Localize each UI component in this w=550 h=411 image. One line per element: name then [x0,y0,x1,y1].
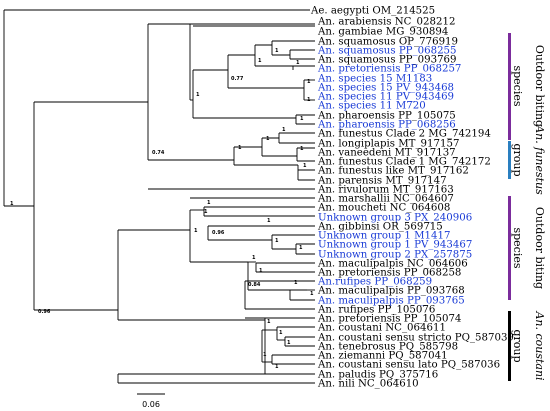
support-value: 1 [300,146,304,152]
support-value: 1 [307,97,311,103]
support-value: 1 [294,280,298,286]
tip-label: An. pretoriensis PP_068258 [317,268,461,279]
tip-label: Unknown group 2 PX_257875 [318,250,472,261]
support-value: 1 [194,228,198,234]
group-label-coustani-line2: group [511,329,524,362]
tip-label: An. coustani sensu stricto PQ_587039 [317,333,514,344]
tip-label: An. coustani sensu lato PQ_587036 [317,360,500,371]
tip-label: An. parensis MT_917147 [317,176,447,187]
tip-label: An. pharoensis PP_105075 [317,111,456,122]
group-label-funestus-line1: An. funestus [533,124,546,195]
support-value: 1 [287,340,291,346]
tip-label: An. pretoriensis PP_068257 [317,64,461,75]
tip-label: An. vaneedeni MT_917137 [317,148,456,159]
tip-label: An. pretoriensis PP_105074 [317,314,461,325]
support-value: 1 [258,58,262,64]
support-value: 1 [267,218,271,224]
support-value: 1 [282,127,286,133]
support-value: 0.96 [212,230,225,236]
tip-label: An. longiplapis MT_917157 [317,139,459,150]
tip-label: An. squamosus PP_068255 [317,46,457,57]
support-value: 1 [259,268,263,274]
group-label-outdoor-2: Outdoor biting species [511,207,546,289]
tip-label: An. squamosus OP_776919 [317,37,458,48]
tip-label: An. species 11 M720 [317,101,426,112]
support-value: 1 [275,238,279,244]
support-value: 1 [275,48,279,54]
tip-label: An. maculipalpis PP_093768 [317,286,465,297]
group-bar-outdoor-2 [508,196,511,300]
tip-label: An. maculipalpis NC_064606 [317,259,468,270]
tip-label: An. species 11 PV_943469 [317,92,454,103]
support-value: 0.77 [231,76,244,82]
tip-label: Unknown group 1 M1417 [318,231,450,242]
tree-branches [3,9,315,384]
tip-label: An. funestus Clade 2 MG_742194 [317,129,491,140]
support-value: 0.74 [152,150,165,156]
support-value: 1 [275,364,279,370]
group-label-outdoor-1-line2: species [511,65,524,106]
tip-label: An. tenebrosus PQ_585798 [317,342,458,353]
tip-label: An. gambiae MG_930894 [317,27,448,38]
tip-label: An. nili NC_064610 [317,379,419,390]
group-label-coustani-line1: An. coustani [533,310,546,380]
support-value: 1 [10,201,14,207]
group-label-funestus-line2: group [511,143,524,176]
tip-label: An. paludis PQ_375716 [317,370,438,381]
group-label-outdoor-1-line1: Outdoor biting [533,45,546,127]
group-label-outdoor-2-line2: species [511,227,524,268]
group-label-outdoor-2-line1: Outdoor biting [533,207,546,289]
group-bar-funestus [508,141,511,179]
support-value: 1 [267,319,271,325]
support-value: 1 [204,209,208,215]
scale-bar-label: 0.06 [142,400,160,409]
tip-label: An. pharoensis PP_068256 [317,120,456,131]
support-value: 1 [196,92,200,98]
tip-label: An. gibbinsi OR_569715 [317,222,443,233]
tip-label: An. marshallii NC_064607 [317,194,454,205]
support-value: 1 [263,352,267,358]
tip-label: An. moucheti NC_064608 [317,203,450,214]
support-value: 1 [310,291,314,297]
support-value: 1 [238,145,242,151]
support-value: 0.96 [38,309,51,315]
support-value: 1 [252,255,256,261]
tip-label: Unknown group 1 PV_943467 [318,240,472,251]
tip-label: Ae. aegypti OM_214525 [310,6,435,17]
support-value: 1 [299,245,303,251]
tip-label: Unknown group 3 PX_240906 [318,213,472,224]
tip-label: An. rivulorum MT_917163 [317,185,454,196]
group-label-funestus: An. funestus group [511,124,546,195]
tip-label: An. ziemanni PQ_587041 [317,351,448,362]
support-value: 1 [300,116,304,122]
group-label-outdoor-1: Outdoor biting species [511,45,546,127]
tip-label: An. funestus Clade 1 MG_742172 [317,157,491,168]
support-value: 1 [279,330,283,336]
support-value: 1 [307,79,311,85]
tip-label: An. arabiensis NC_028212 [317,17,455,28]
group-bar-coustani [508,311,511,381]
tip-label: An. species 15 M1183 [317,74,432,85]
tip-label: An. coustani NC_064611 [317,323,446,334]
support-value: 1 [303,163,307,169]
group-bar-outdoor-1 [508,33,511,140]
tip-label: An. maculipalpis PP_093765 [317,296,465,307]
tip-label: An. squamosus PP_093769 [317,55,457,66]
support-value: 0.84 [248,282,261,288]
support-value: 1 [296,60,300,66]
support-values: 1 0.96 0.74 1 0.77 1 1 1 1 1 1 1 1 1 1 1 1 1 1 0.96 1 1 1 1 1 0.8… [10,48,314,370]
group-label-coustani: An. coustani group [511,310,546,380]
support-value: 1 [207,200,211,206]
tip-label: An.rufipes PP_068259 [317,277,432,288]
tip-label: An. species 15 PV_943468 [317,83,454,94]
support-value: 1 [266,136,270,142]
tip-label: An. funestus like MT_917162 [317,166,469,177]
tip-label: An. rufipes PP_105076 [317,305,435,316]
